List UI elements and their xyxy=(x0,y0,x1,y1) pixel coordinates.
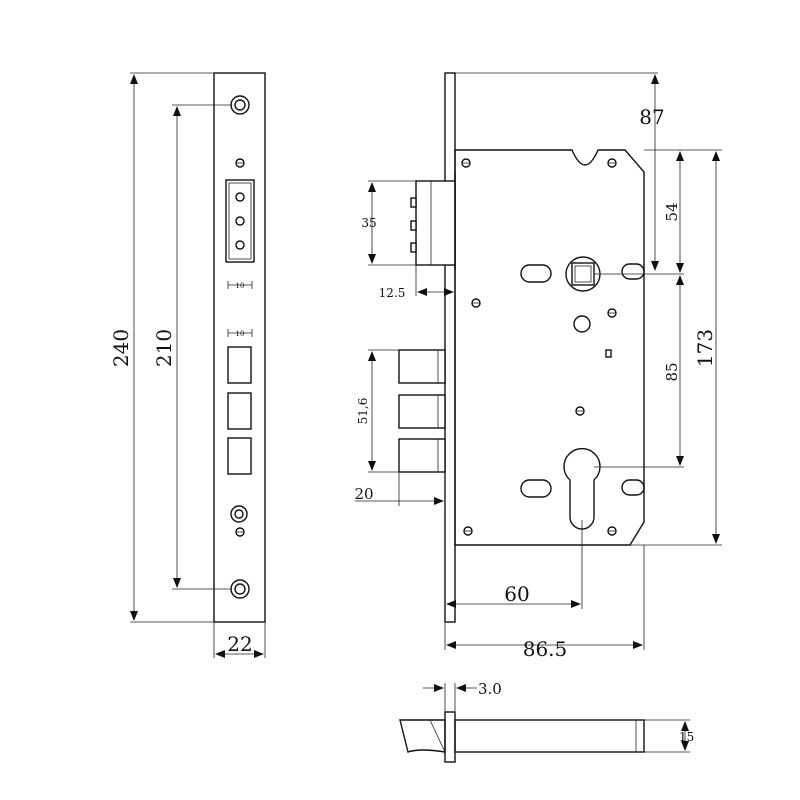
latch-window-2 xyxy=(227,392,252,430)
slot-width-mid-label: 10 xyxy=(236,330,245,338)
bottom-screw-hole xyxy=(230,579,250,599)
latch-span-label: 51,6 xyxy=(356,398,370,425)
dim-case-height: 173 xyxy=(630,151,722,546)
dim-latch-span: 51,6 xyxy=(356,349,399,473)
right-lower-slot xyxy=(621,479,645,496)
latch-bolts xyxy=(398,349,446,473)
top-view-faceplate xyxy=(444,711,456,763)
spindle-offset-label: 54 xyxy=(663,202,681,221)
left-upper-slot xyxy=(520,264,552,283)
deadbolt-height-label: 35 xyxy=(361,216,376,230)
bolt-top-view: 3.0 15 xyxy=(399,680,694,763)
dim-spindle-offset: 54 xyxy=(594,149,722,275)
screw-spacing-label: 210 xyxy=(152,329,176,367)
dim-backset: 60 xyxy=(446,520,583,609)
dim-bolt-thickness: 15 xyxy=(644,719,694,753)
dim-deadbolt-height: 35 xyxy=(361,180,416,266)
deadbolt-projection-label: 12.5 xyxy=(379,286,406,300)
spindle-to-cylinder-label: 85 xyxy=(663,362,681,381)
lock-body-view: 87 54 85 173 60 xyxy=(354,72,722,661)
left-lower-slot xyxy=(520,479,552,498)
lock-case-outline xyxy=(454,149,645,546)
faceplate-edge xyxy=(444,72,456,623)
small-screw-top xyxy=(235,158,245,168)
faceplate-view: 10 10 240 xyxy=(109,72,266,658)
case-depth-label: 86.5 xyxy=(523,637,568,661)
lower-screw-hole xyxy=(230,505,248,523)
faceplate-outline xyxy=(213,72,266,623)
slot-width-dim-top: 10 xyxy=(227,281,253,290)
cylinder-cutout xyxy=(563,447,601,530)
deadbolt-window xyxy=(225,179,255,263)
bolt-thickness-label: 15 xyxy=(679,730,694,744)
dim-faceplate-height: 240 xyxy=(109,72,214,623)
right-upper-slot xyxy=(621,263,645,280)
backset-label: 60 xyxy=(504,582,529,606)
top-view-case xyxy=(454,719,645,753)
slot-width-dim-mid: 10 xyxy=(227,329,253,338)
dim-plate-thickness: 3.0 xyxy=(423,680,502,712)
top-offset-label: 87 xyxy=(639,105,664,129)
faceplate-width-label: 22 xyxy=(227,632,252,656)
dim-top-offset: 87 xyxy=(455,72,665,271)
top-view-bolt xyxy=(399,719,446,753)
small-indicator xyxy=(605,349,612,358)
case-height-label: 173 xyxy=(693,329,717,367)
case-hole xyxy=(573,315,591,333)
deadbolt xyxy=(410,173,456,270)
dim-spindle-to-cylinder: 85 xyxy=(594,275,684,468)
case-screws xyxy=(461,158,617,536)
plate-thickness-label: 3.0 xyxy=(478,680,502,698)
faceplate-height-label: 240 xyxy=(109,329,133,367)
slot-width-top-label: 10 xyxy=(236,282,245,290)
dim-screw-spacing: 210 xyxy=(152,104,232,590)
latch-window-3 xyxy=(227,437,252,475)
dim-case-depth: 86.5 xyxy=(444,545,645,661)
dim-faceplate-width: 22 xyxy=(213,622,266,658)
dim-deadbolt-projection: 12.5 xyxy=(379,265,456,300)
top-screw-hole xyxy=(230,95,250,115)
small-screw-bottom xyxy=(235,527,245,537)
latch-window-1 xyxy=(227,346,252,384)
dim-latch-projection: 20 xyxy=(354,472,446,506)
latch-projection-label: 20 xyxy=(354,485,373,503)
